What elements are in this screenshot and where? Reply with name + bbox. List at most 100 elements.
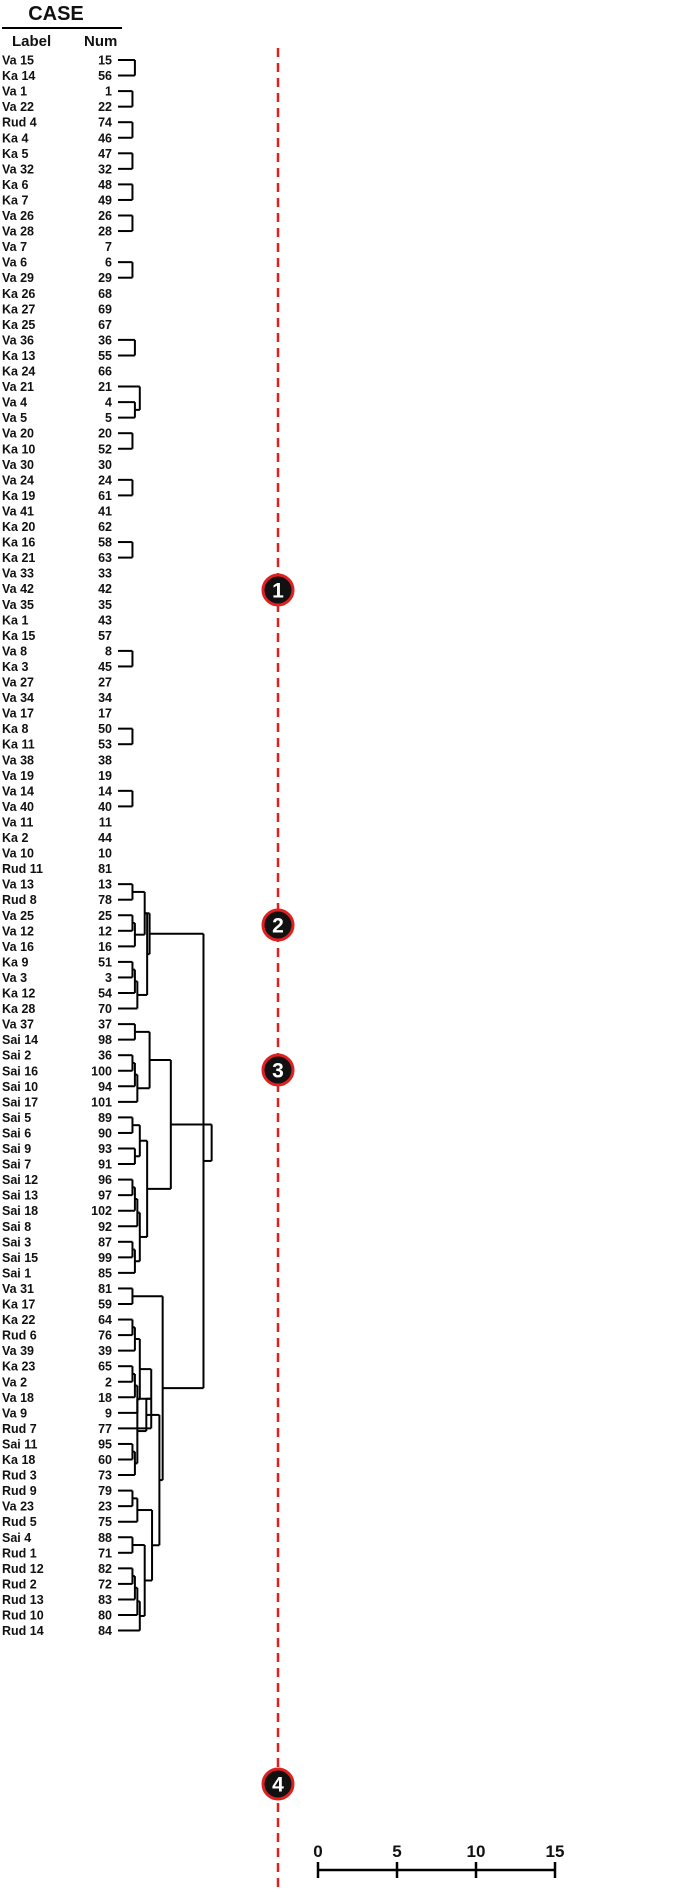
leaf-num: 33 bbox=[98, 567, 112, 581]
leaf-num: 94 bbox=[98, 1080, 112, 1094]
leaf-num: 61 bbox=[98, 489, 112, 503]
leaf-num: 34 bbox=[98, 691, 112, 705]
leaf-label: Va 40 bbox=[2, 800, 34, 814]
leaf-label: Va 19 bbox=[2, 769, 34, 783]
header-label-col: Label bbox=[12, 33, 51, 50]
leaf-num: 99 bbox=[98, 1251, 112, 1265]
leaf-label: Rud 14 bbox=[2, 1624, 44, 1638]
cluster-marker-label: 1 bbox=[272, 580, 284, 603]
leaf-num: 88 bbox=[98, 1531, 112, 1545]
leaf-num: 44 bbox=[98, 831, 112, 845]
leaf-label: Va 24 bbox=[2, 473, 34, 487]
leaf-label: Ka 5 bbox=[2, 147, 28, 161]
cluster-marker bbox=[261, 573, 295, 607]
leaf-num: 89 bbox=[98, 1111, 112, 1125]
leaf-label: Va 8 bbox=[2, 644, 27, 658]
leaf-num: 19 bbox=[98, 769, 112, 783]
leaf-num: 98 bbox=[98, 1033, 112, 1047]
leaf-label: Va 38 bbox=[2, 753, 34, 767]
leaf-num: 5 bbox=[105, 411, 112, 425]
leaf-label: Rud 7 bbox=[2, 1422, 37, 1436]
leaf-num: 15 bbox=[98, 54, 112, 68]
leaf-label: Va 2 bbox=[2, 1375, 27, 1389]
leaf-label: Ka 27 bbox=[2, 302, 35, 316]
cluster-marker-label: 2 bbox=[272, 915, 284, 938]
leaf-num: 80 bbox=[98, 1609, 112, 1623]
leaf-label: Ka 17 bbox=[2, 1298, 35, 1312]
leaf-label: Ka 4 bbox=[2, 131, 28, 145]
leaf-label: Rud 9 bbox=[2, 1484, 37, 1498]
leaf-num: 9 bbox=[105, 1406, 112, 1420]
leaf-num: 90 bbox=[98, 1126, 112, 1140]
leaf-label: Va 12 bbox=[2, 924, 34, 938]
leaf-num: 28 bbox=[98, 225, 112, 239]
leaf-num: 71 bbox=[98, 1546, 112, 1560]
axis-tick-label: 5 bbox=[392, 1842, 401, 1861]
leaf-num: 64 bbox=[98, 1313, 112, 1327]
cluster-marker bbox=[261, 1053, 295, 1087]
leaf-num: 41 bbox=[98, 504, 112, 518]
leaf-num: 102 bbox=[91, 1204, 112, 1218]
leaf-num: 27 bbox=[98, 676, 112, 690]
leaf-label: Ka 24 bbox=[2, 365, 35, 379]
leaf-label: Ka 19 bbox=[2, 489, 35, 503]
leaf-label: Rud 5 bbox=[2, 1515, 37, 1529]
leaf-label: Ka 6 bbox=[2, 178, 28, 192]
leaf-label: Sai 7 bbox=[2, 1158, 31, 1172]
leaf-num: 35 bbox=[98, 598, 112, 612]
leaf-label: Rud 11 bbox=[2, 862, 43, 876]
leaf-label: Va 36 bbox=[2, 333, 34, 347]
leaf-label: Ka 23 bbox=[2, 1360, 35, 1374]
leaf-num: 46 bbox=[98, 131, 112, 145]
leaf-label: Va 37 bbox=[2, 1018, 34, 1032]
leaf-label: Ka 9 bbox=[2, 955, 28, 969]
leaf-label: Va 6 bbox=[2, 256, 27, 270]
leaf-label: Va 35 bbox=[2, 598, 34, 612]
leaf-label: Ka 10 bbox=[2, 442, 35, 456]
leaf-label: Va 31 bbox=[2, 1282, 34, 1296]
leaf-num: 47 bbox=[98, 147, 112, 161]
leaf-label: Ka 22 bbox=[2, 1313, 35, 1327]
leaf-label: Va 21 bbox=[2, 380, 34, 394]
leaf-label: Ka 16 bbox=[2, 536, 35, 550]
leaf-num: 36 bbox=[98, 333, 112, 347]
leaf-num: 12 bbox=[98, 924, 112, 938]
leaf-label: Ka 25 bbox=[2, 318, 35, 332]
leaf-num: 73 bbox=[98, 1469, 112, 1483]
leaf-num: 42 bbox=[98, 582, 112, 596]
leaf-num: 72 bbox=[98, 1577, 112, 1591]
leaf-label: Sai 11 bbox=[2, 1437, 37, 1451]
leaf-label: Ka 8 bbox=[2, 722, 28, 736]
leaf-label: Sai 15 bbox=[2, 1251, 38, 1265]
leaf-label: Va 27 bbox=[2, 676, 34, 690]
leaf-label: Ka 11 bbox=[2, 738, 35, 752]
leaf-label: Sai 16 bbox=[2, 1064, 38, 1078]
leaf-num: 54 bbox=[98, 987, 112, 1001]
leaf-num: 7 bbox=[105, 240, 112, 254]
leaf-num: 43 bbox=[98, 613, 112, 627]
leaf-num: 76 bbox=[98, 1329, 112, 1343]
leaf-num: 55 bbox=[98, 349, 112, 363]
leaf-num: 92 bbox=[98, 1220, 112, 1234]
leaf-label: Va 25 bbox=[2, 909, 34, 923]
leaf-num: 40 bbox=[98, 800, 112, 814]
leaf-label: Rud 6 bbox=[2, 1329, 37, 1343]
leaf-num: 68 bbox=[98, 287, 112, 301]
leaf-label: Ka 26 bbox=[2, 287, 35, 301]
leaf-num: 57 bbox=[98, 629, 112, 643]
leaf-label: Va 16 bbox=[2, 940, 34, 954]
leaf-num: 93 bbox=[98, 1142, 112, 1156]
leaf-label: Rud 1 bbox=[2, 1546, 37, 1560]
leaf-num: 69 bbox=[98, 302, 112, 316]
leaf-num: 81 bbox=[98, 862, 112, 876]
leaf-num: 97 bbox=[98, 1189, 112, 1203]
leaf-label: Va 18 bbox=[2, 1391, 34, 1405]
leaf-label: Sai 18 bbox=[2, 1204, 38, 1218]
leaf-num: 51 bbox=[98, 955, 112, 969]
leaf-label: Va 26 bbox=[2, 209, 34, 223]
leaf-label: Va 3 bbox=[2, 971, 27, 985]
leaf-num: 96 bbox=[98, 1173, 112, 1187]
leaf-label: Va 14 bbox=[2, 784, 34, 798]
